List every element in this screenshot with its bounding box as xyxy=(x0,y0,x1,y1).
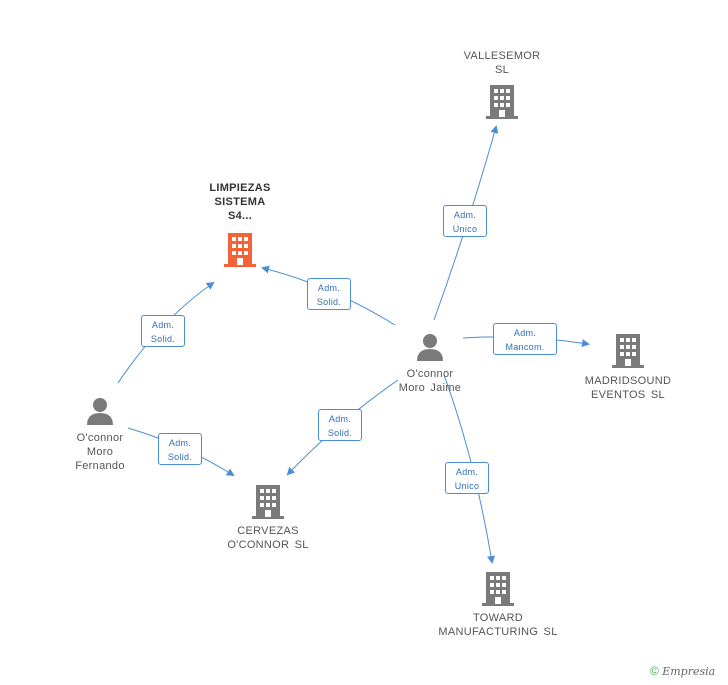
badge-jaime-madridsound[interactable]: Adm. Mancom. xyxy=(493,323,557,355)
building-icon xyxy=(252,485,284,519)
badge-type: Solid. xyxy=(327,428,353,438)
company-name-line: MADRIDSOUND xyxy=(584,375,672,387)
badge-type: Solid. xyxy=(316,297,342,307)
person-name-line: O'connor xyxy=(76,432,124,444)
company-name-line: O'CONNOR SL xyxy=(227,539,309,551)
badge-type: Mancom. xyxy=(505,342,545,352)
company-name-line: EVENTOS SL xyxy=(591,389,665,401)
badge-jaime-cervezas[interactable]: Adm. Solid. xyxy=(318,409,362,441)
building-icon xyxy=(612,334,644,368)
badge-fernando-cervezas[interactable]: Adm. Solid. xyxy=(158,433,202,465)
person-icon xyxy=(417,334,443,361)
node-vallesemor[interactable]: VALLESEMOR SL xyxy=(450,49,554,119)
building-icon xyxy=(486,85,518,119)
badge-jaime-vallesemor[interactable]: Adm. Unico xyxy=(443,205,487,237)
badge-jaime-toward[interactable]: Adm. Unico xyxy=(445,462,489,494)
node-toward-manufacturing[interactable]: TOWARD MANUFACTURING SL xyxy=(432,572,564,639)
badge-type: Solid. xyxy=(150,334,176,344)
badge-type: Unico xyxy=(452,224,478,234)
badge-role: Adm. xyxy=(168,438,192,448)
brand-logo: Empresia xyxy=(662,665,716,678)
badge-role: Adm. xyxy=(151,320,175,330)
person-name-line: Moro Jaime xyxy=(398,382,462,394)
badge-role: Adm. xyxy=(513,328,537,338)
company-name-line: VALLESEMOR xyxy=(463,50,541,62)
person-name-line: O'connor xyxy=(406,368,454,380)
person-name-line: Fernando xyxy=(75,460,125,472)
badge-role: Adm. xyxy=(455,467,479,477)
person-icon xyxy=(87,398,113,425)
badge-role: Adm. xyxy=(317,283,341,293)
badge-type: Unico xyxy=(454,481,480,491)
company-name-line: SL xyxy=(494,64,510,76)
company-name-line: TOWARD xyxy=(472,612,524,624)
person-name-line: Moro xyxy=(86,446,114,458)
badge-type: Solid. xyxy=(167,452,193,462)
node-oconnor-moro-jaime[interactable]: O'connor Moro Jaime xyxy=(384,333,476,395)
copyright-icon: © xyxy=(650,664,659,678)
building-icon xyxy=(482,572,514,606)
company-name-line: SISTEMA xyxy=(214,196,266,208)
node-limpiezas-sistema[interactable]: LIMPIEZAS SISTEMA S4... xyxy=(190,181,290,267)
company-name-line: CERVEZAS xyxy=(237,525,299,537)
badge-jaime-limpiezas[interactable]: Adm. Solid. xyxy=(307,278,351,310)
node-cervezas-oconnor[interactable]: CERVEZAS O'CONNOR SL xyxy=(214,485,322,552)
company-name-line: MANUFACTURING SL xyxy=(438,626,558,638)
badge-role: Adm. xyxy=(328,414,352,424)
company-name-line: LIMPIEZAS xyxy=(209,182,271,194)
badge-fernando-limpiezas[interactable]: Adm. Solid. xyxy=(141,315,185,347)
badge-role: Adm. xyxy=(453,210,477,220)
building-icon xyxy=(224,233,256,267)
company-name-line: S4... xyxy=(227,210,253,222)
node-madridsound[interactable]: MADRIDSOUND EVENTOS SL xyxy=(572,334,684,402)
empresia-watermark: © Empresia xyxy=(650,664,715,678)
node-oconnor-moro-fernando[interactable]: O'connor Moro Fernando xyxy=(60,397,140,473)
